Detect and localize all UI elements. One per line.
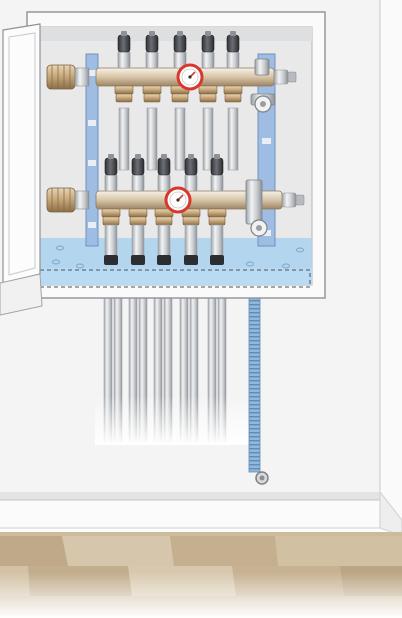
pipe-fitting bbox=[128, 208, 148, 218]
pipe-clamp bbox=[184, 255, 198, 265]
supply-manifold bbox=[46, 31, 297, 103]
connecting-pipes bbox=[118, 107, 239, 171]
tray-hole bbox=[52, 259, 60, 265]
pipe-clamp bbox=[131, 255, 145, 265]
pressure-gauge-icon bbox=[176, 63, 204, 91]
inlet-coupling bbox=[46, 187, 76, 213]
pipe-stub bbox=[131, 224, 145, 258]
pressure-gauge-icon bbox=[164, 186, 192, 214]
pipe-fitting bbox=[101, 208, 121, 218]
skirting-board bbox=[0, 500, 380, 528]
pipe-fitting bbox=[207, 208, 227, 218]
pipe-clamp bbox=[157, 255, 171, 265]
valve-cap bbox=[184, 157, 198, 176]
valve-cap bbox=[104, 157, 118, 176]
pipe-stub bbox=[184, 224, 198, 258]
tray-hole bbox=[76, 263, 84, 269]
valve-cap bbox=[145, 34, 159, 53]
end-cap bbox=[281, 192, 297, 208]
connecting-pipe bbox=[202, 107, 214, 171]
return-manifold bbox=[46, 154, 305, 265]
pipe-stub bbox=[157, 224, 171, 258]
floor bbox=[0, 532, 402, 618]
drip-tray bbox=[40, 268, 312, 285]
valve-cap bbox=[131, 157, 145, 176]
pipe-fitting bbox=[198, 85, 218, 95]
valve-body bbox=[117, 50, 131, 69]
tray-hole bbox=[296, 247, 304, 253]
pipe-stub bbox=[210, 224, 224, 258]
floor-tile bbox=[275, 536, 402, 566]
drain-valve bbox=[245, 179, 268, 237]
connecting-pipe bbox=[146, 107, 158, 171]
connecting-pipe bbox=[118, 107, 130, 171]
valve-body bbox=[184, 173, 198, 192]
floor-tile bbox=[62, 536, 174, 566]
floor-tile bbox=[170, 536, 278, 566]
valve-body bbox=[157, 173, 171, 192]
pipe-fitting bbox=[142, 85, 162, 95]
valve-body bbox=[201, 50, 215, 69]
skirting-top bbox=[0, 492, 380, 500]
skirting-corner bbox=[379, 490, 402, 537]
pipe-stub bbox=[104, 224, 118, 258]
tray-hole bbox=[56, 245, 64, 251]
manifolds bbox=[46, 31, 305, 265]
connecting-pipe bbox=[174, 107, 186, 171]
side-wall bbox=[380, 0, 402, 520]
valve-cap bbox=[210, 157, 224, 176]
valve-body bbox=[131, 173, 145, 192]
valve-body bbox=[226, 50, 240, 69]
pipe-clamp bbox=[104, 255, 118, 265]
valve-cap bbox=[201, 34, 215, 53]
pipe-fade bbox=[95, 395, 255, 445]
end-cap bbox=[273, 69, 289, 85]
drip-tray-outline bbox=[39, 269, 311, 288]
air-vent-valve bbox=[250, 58, 276, 113]
ball-valve bbox=[74, 190, 90, 210]
valve-cap bbox=[157, 157, 171, 176]
valve-cap bbox=[226, 34, 240, 53]
valve-cap bbox=[173, 34, 187, 53]
pipe-clamp bbox=[210, 255, 224, 265]
floor-tile bbox=[0, 536, 68, 566]
pipe-fitting bbox=[114, 85, 134, 95]
tray-hole bbox=[246, 261, 254, 267]
valve-cap bbox=[117, 34, 131, 53]
cabinet-door bbox=[0, 23, 43, 316]
valve-body bbox=[104, 173, 118, 192]
inlet-coupling bbox=[46, 64, 76, 90]
tray-hole bbox=[282, 263, 290, 269]
connecting-pipe bbox=[227, 107, 239, 171]
valve-body bbox=[145, 50, 159, 69]
pipe-fitting bbox=[223, 85, 243, 95]
ball-valve bbox=[74, 67, 90, 87]
valve-body bbox=[210, 173, 224, 192]
